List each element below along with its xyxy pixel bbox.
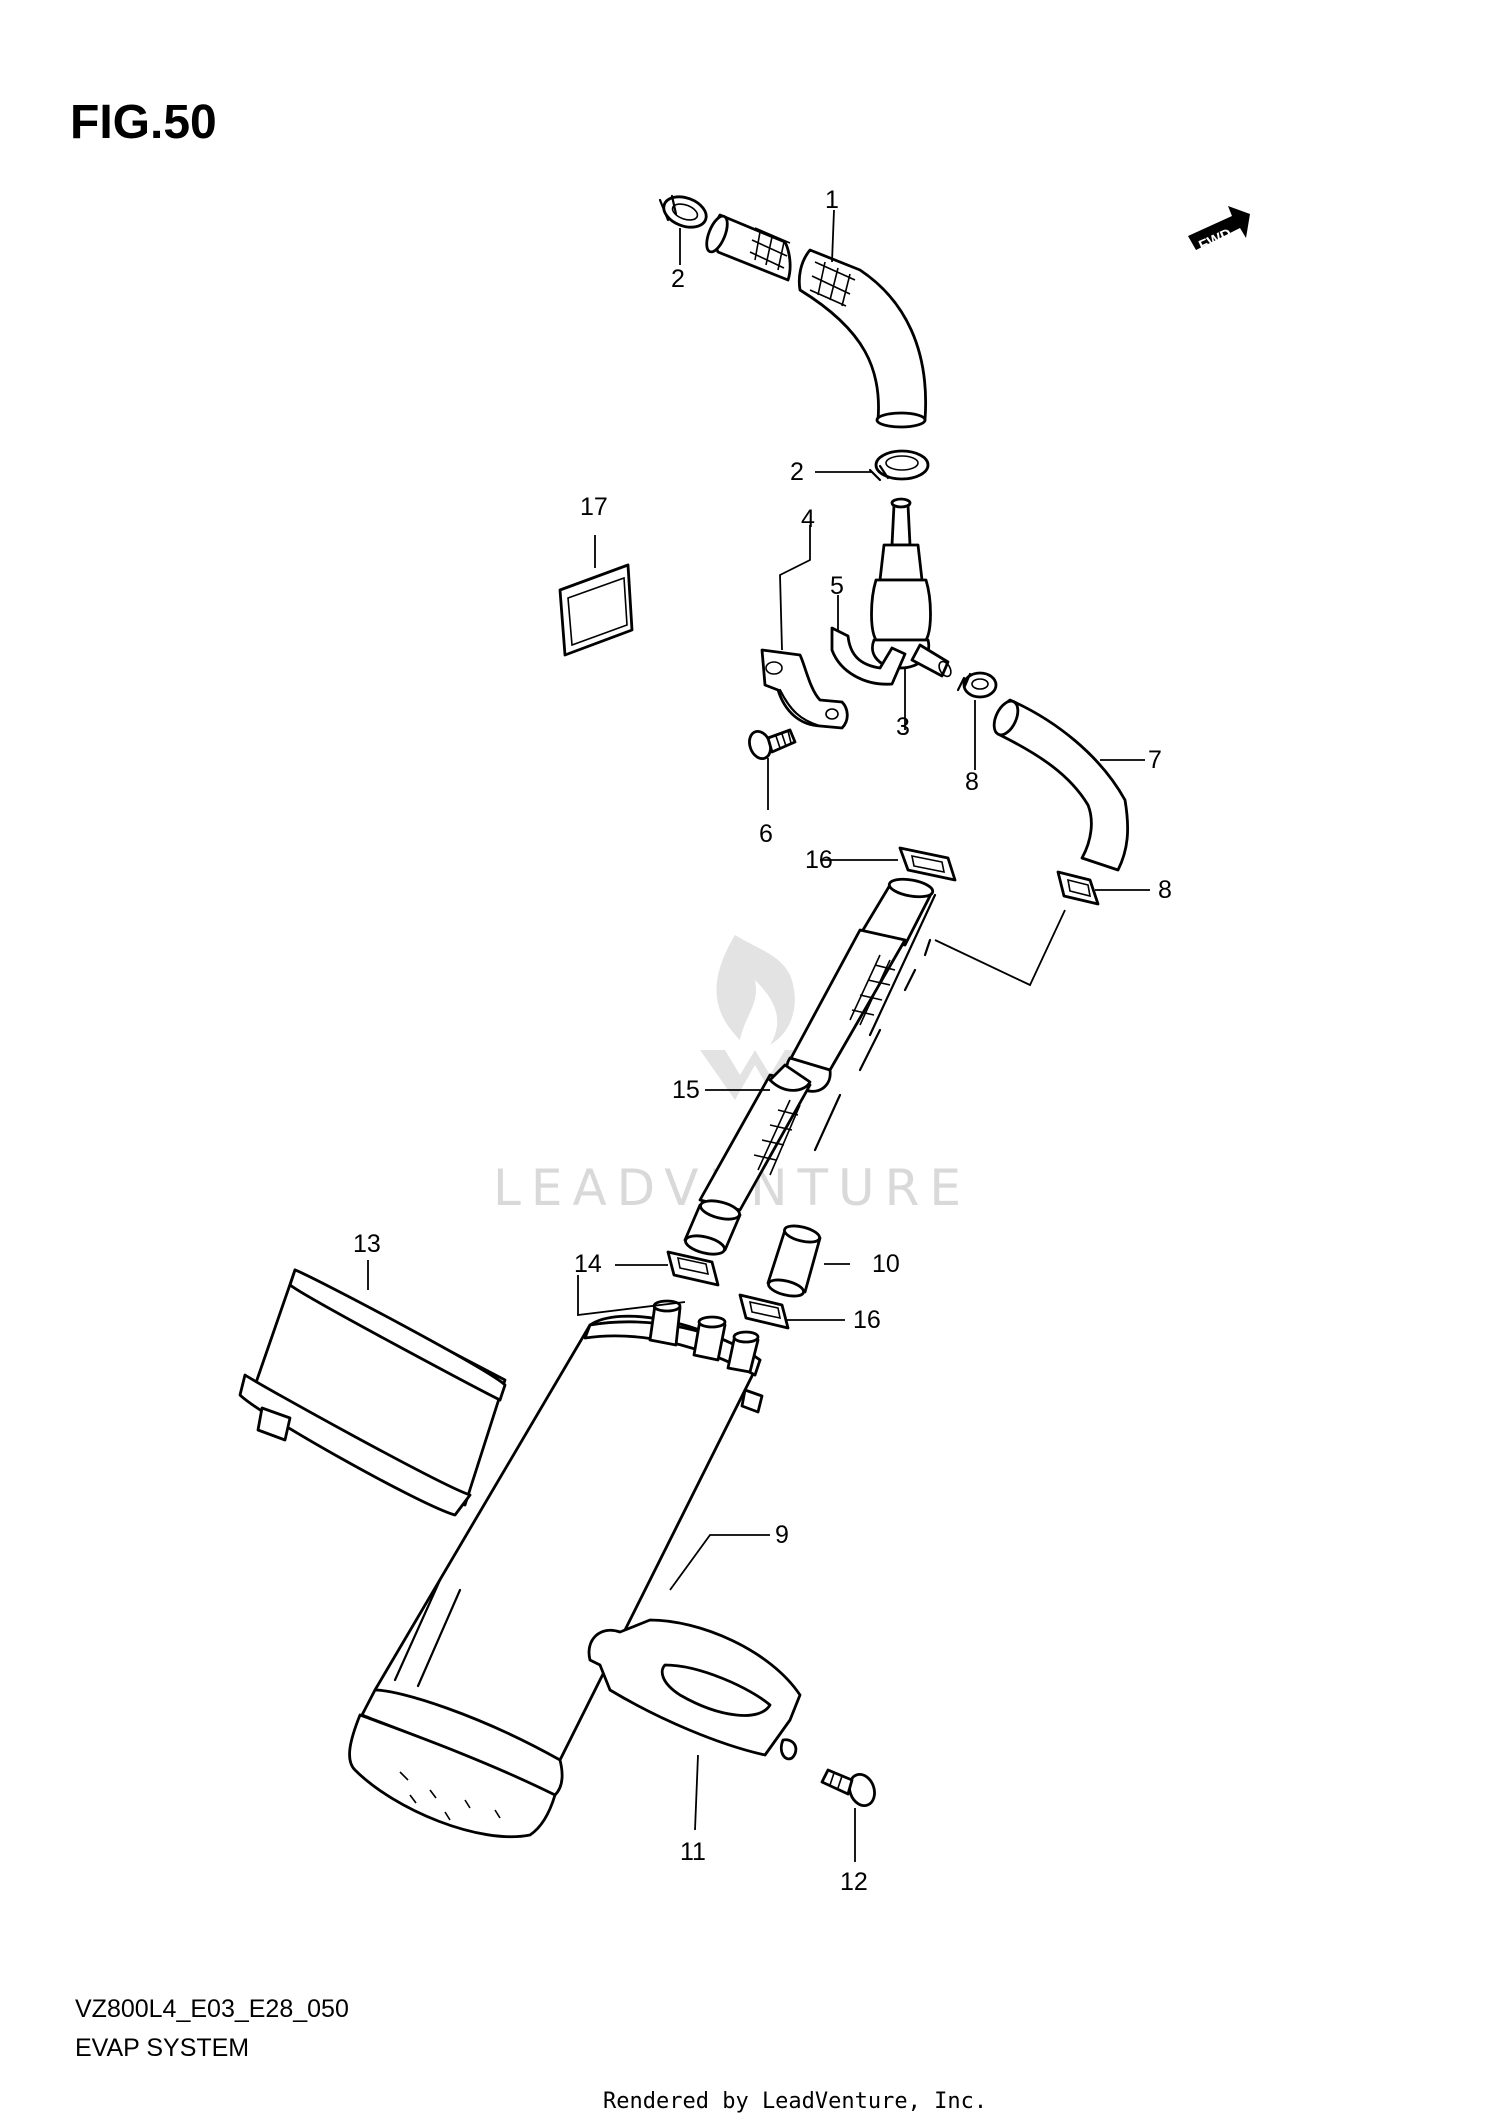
callout-4: 4 — [801, 505, 815, 533]
forward-arrow-icon: FWD — [1188, 206, 1250, 255]
callout-3: 3 — [896, 713, 910, 741]
callout-6: 6 — [759, 820, 773, 848]
part-12-screw — [820, 1768, 876, 1807]
part-4-bracket — [760, 648, 849, 730]
callout-2-upper: 2 — [671, 265, 685, 293]
part-14-joint-hose — [683, 1199, 742, 1256]
callout-12: 12 — [840, 1868, 868, 1896]
callout-14: 14 — [574, 1250, 602, 1278]
callout-15: 15 — [672, 1076, 700, 1104]
leader-lines — [367, 209, 1150, 1862]
callout-1: 1 — [825, 186, 839, 214]
part-2-clip-middle — [868, 449, 930, 482]
part-9-canister — [348, 1299, 764, 1839]
part-2-clip-upper — [658, 194, 708, 229]
callout-16-upper: 16 — [805, 846, 833, 874]
part-1-hose — [705, 213, 928, 429]
callout-8-upper: 8 — [965, 768, 979, 796]
part-14-clip — [666, 1250, 720, 1287]
callout-11: 11 — [680, 1838, 706, 1866]
render-credit: Rendered by LeadVenture, Inc. — [603, 2089, 987, 2114]
part-10-small-hose — [766, 1224, 822, 1298]
part-17-label — [558, 563, 634, 657]
callout-10: 10 — [872, 1250, 900, 1278]
callout-13: 13 — [353, 1230, 381, 1258]
part-5-clamp — [830, 626, 907, 686]
part-6-screw — [748, 728, 797, 760]
callout-9: 9 — [775, 1521, 789, 1549]
part-11-bracket — [587, 1618, 802, 1761]
callout-7: 7 — [1148, 746, 1162, 774]
callout-16-lower: 16 — [853, 1306, 881, 1334]
part-13-filter — [238, 1268, 507, 1517]
callout-17: 17 — [580, 493, 608, 521]
section-name: EVAP SYSTEM — [75, 2034, 249, 2062]
callout-5: 5 — [830, 572, 844, 600]
part-16-clip-upper — [898, 846, 957, 882]
part-8-clip-upper — [956, 671, 998, 699]
part-8-clip-lower — [1056, 870, 1100, 906]
callout-labels: 1 2 2 3 4 5 6 7 8 8 9 10 11 12 13 14 15 … — [353, 186, 1172, 1896]
part-3-valve — [870, 497, 952, 678]
model-code: VZ800L4_E03_E28_050 — [75, 1995, 349, 2023]
part-16-clip-lower — [738, 1293, 790, 1330]
part-15-hose — [698, 877, 937, 1212]
callout-2-middle: 2 — [790, 458, 804, 486]
figure-title: FIG.50 — [70, 96, 217, 149]
part-7-hose — [992, 698, 1130, 872]
callout-8-lower: 8 — [1158, 876, 1172, 904]
